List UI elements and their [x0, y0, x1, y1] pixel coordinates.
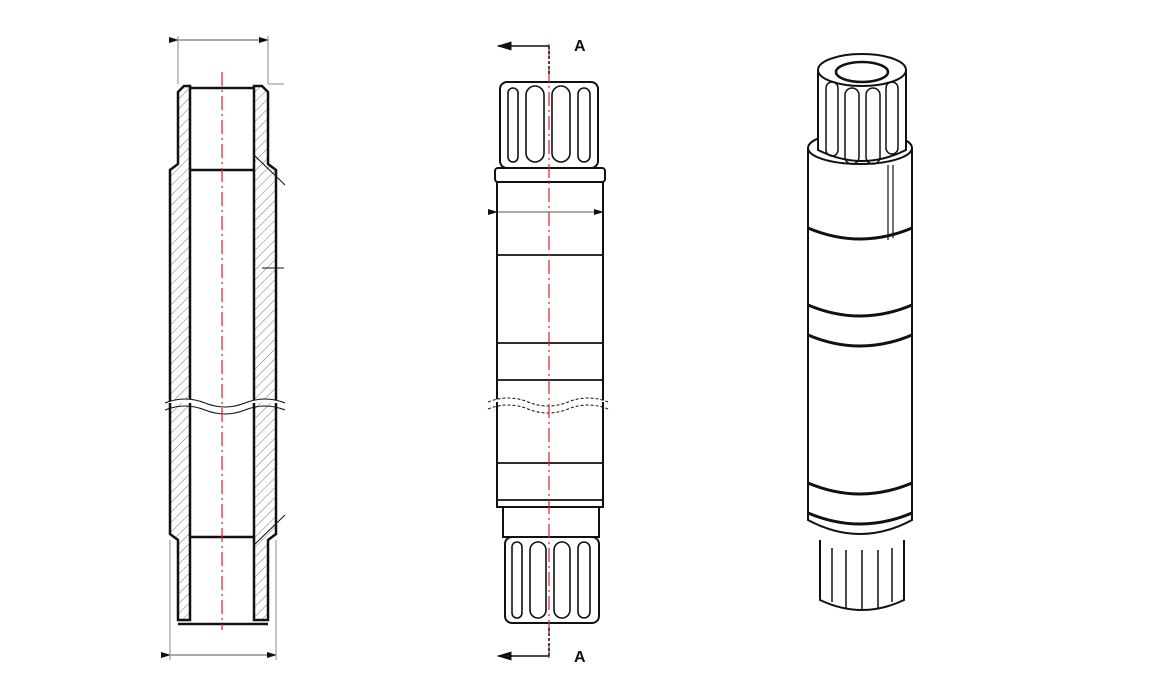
isometric-view	[807, 53, 913, 611]
right-wall	[252, 84, 278, 622]
section-marker-top	[496, 41, 550, 75]
body	[807, 148, 913, 535]
section-label-top: A	[574, 38, 586, 55]
left-wall	[168, 84, 192, 622]
front-view	[487, 41, 609, 661]
section-marker-bottom	[496, 628, 550, 661]
section-view	[161, 36, 286, 660]
top-spline-grooves	[507, 85, 591, 163]
dimensions	[161, 36, 286, 660]
top-spline	[817, 70, 907, 162]
bottom-spline	[504, 536, 600, 624]
section-label-bottom: A	[574, 649, 586, 666]
